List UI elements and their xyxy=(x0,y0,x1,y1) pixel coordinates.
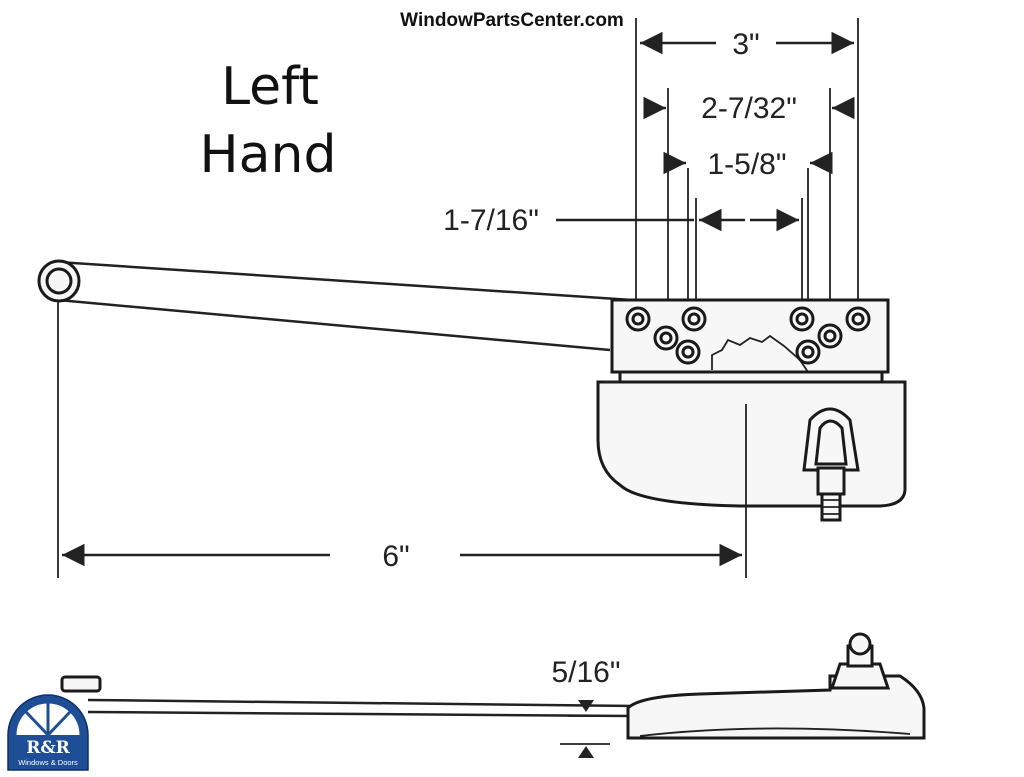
hand-label-line2: Hand xyxy=(200,125,337,185)
dimension-center-spacing: 1-7/16" xyxy=(443,204,799,237)
side-view xyxy=(60,632,926,740)
operator-arm xyxy=(37,259,633,352)
dim-outer-hole-spacing: 2-7/32" xyxy=(701,92,797,125)
dim-center-spacing: 1-7/16" xyxy=(443,204,539,237)
operator-body xyxy=(596,298,907,522)
hand-label-line1: Left xyxy=(221,57,319,117)
dimension-inner-hole-spacing: 1-5/8" xyxy=(663,148,833,181)
rr-logo: R&R Windows & Doors xyxy=(7,694,89,771)
site-name: WindowParts​Center.com xyxy=(400,10,624,31)
dimension-arm-length: 6" xyxy=(62,540,742,573)
dim-overall-width: 3" xyxy=(732,28,759,61)
extension-lines xyxy=(57,18,859,578)
dim-arm-length: 6" xyxy=(382,540,409,573)
dimension-outer-hole-spacing: 2-7/32" xyxy=(643,92,855,125)
dim-inner-hole-spacing: 1-5/8" xyxy=(707,148,786,181)
dim-arm-height: 5/16" xyxy=(551,656,620,689)
logo-mark: R&R xyxy=(26,738,70,758)
dimension-arm-height: 5/16" xyxy=(551,656,621,758)
logo-subtitle: Windows & Doors xyxy=(18,758,78,767)
dimension-overall-width: 3" xyxy=(640,28,854,61)
mounting-holes xyxy=(625,306,871,365)
